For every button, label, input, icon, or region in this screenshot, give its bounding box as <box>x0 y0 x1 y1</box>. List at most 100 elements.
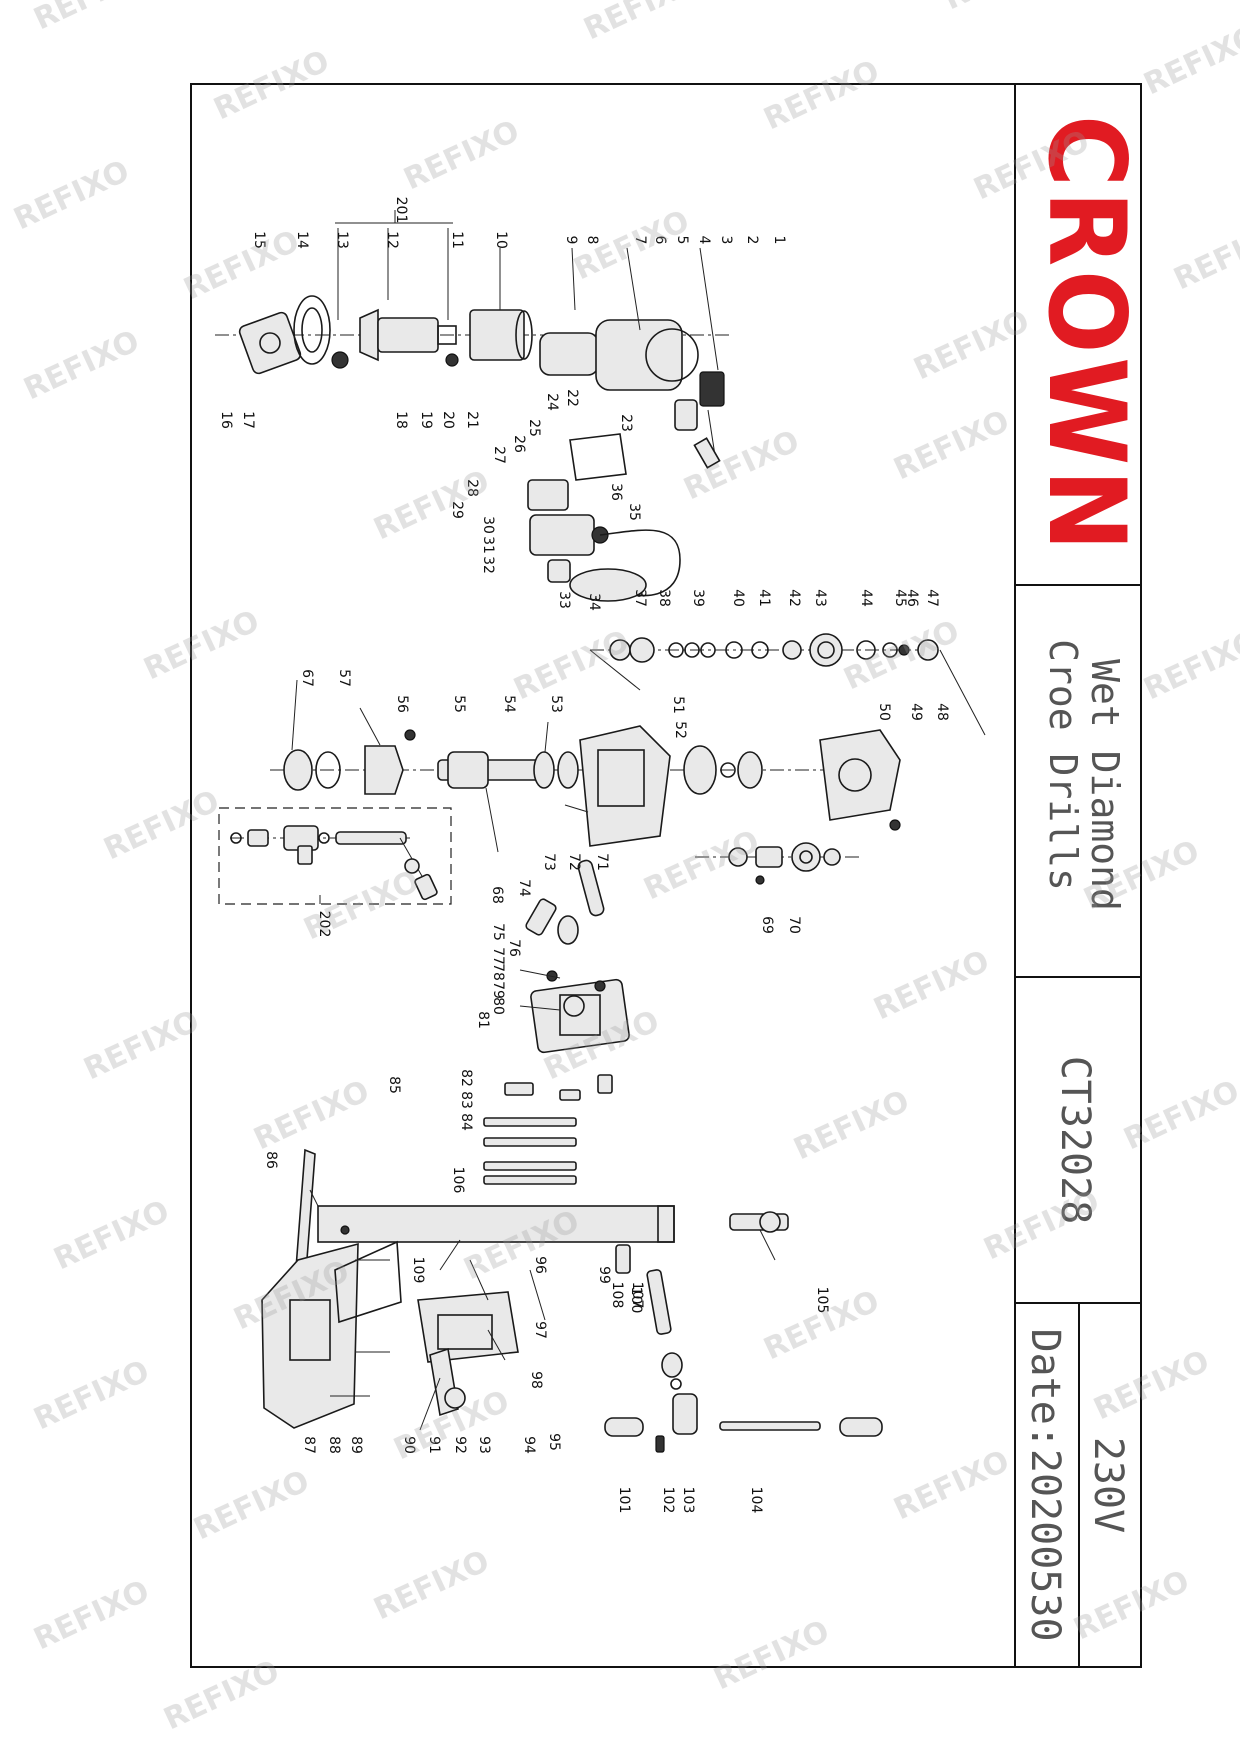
part-label: 40 <box>730 589 746 607</box>
part-label: 99 <box>596 1266 612 1284</box>
part-label: 96 <box>532 1256 548 1274</box>
part-label: 108 <box>609 1282 625 1309</box>
part-label: 49 <box>908 703 924 721</box>
part-label: 82 <box>458 1069 474 1087</box>
part-label: 21 <box>464 411 480 429</box>
part-label: 107 <box>629 1282 645 1309</box>
part-label: 48 <box>934 703 950 721</box>
part-label: 77 <box>490 947 506 965</box>
part-label: 83 <box>458 1091 474 1109</box>
part-label: 16 <box>218 411 234 429</box>
part-label: 24 <box>544 393 560 411</box>
part-label: 94 <box>521 1436 537 1454</box>
part-label: 1 <box>771 236 787 245</box>
part-label: 45 <box>892 589 908 607</box>
logo-text: CROWN <box>1025 115 1148 555</box>
part-label: 12 <box>384 231 400 249</box>
part-label: 78 <box>490 963 506 981</box>
part-label: 86 <box>263 1151 279 1169</box>
part-label: 80 <box>490 997 506 1015</box>
part-label: 100 <box>628 1287 644 1314</box>
part-label: 74 <box>516 879 532 897</box>
part-label: 73 <box>541 853 557 871</box>
part-label: 91 <box>426 1436 442 1454</box>
part-label: 39 <box>690 589 706 607</box>
part-label: 201 <box>393 197 409 224</box>
part-label: 42 <box>786 589 802 607</box>
part-label: 3 <box>718 236 734 245</box>
part-label: 84 <box>458 1113 474 1131</box>
part-label: 68 <box>489 886 505 904</box>
part-label: 71 <box>594 853 610 871</box>
part-label: 72 <box>566 853 582 871</box>
part-label: 28 <box>464 479 480 497</box>
part-label: 90 <box>401 1436 417 1454</box>
part-label: 22 <box>564 389 580 407</box>
model-number: CT32028 <box>1052 1056 1098 1225</box>
part-label: 102 <box>660 1487 676 1514</box>
part-label: 53 <box>548 695 564 713</box>
part-label: 101 <box>616 1487 632 1514</box>
part-label: 67 <box>299 669 315 687</box>
part-label: 14 <box>294 231 310 249</box>
part-label: 95 <box>546 1433 562 1451</box>
part-label: 97 <box>532 1321 548 1339</box>
part-label: 5 <box>674 236 690 245</box>
part-label: 92 <box>452 1436 468 1454</box>
column <box>317 1205 675 1243</box>
part-label: 6 <box>652 236 668 245</box>
part-label: 105 <box>814 1287 830 1314</box>
part-label: 88 <box>326 1436 342 1454</box>
part-label: 29 <box>449 501 465 519</box>
part-label: 55 <box>451 695 467 713</box>
part-label: 56 <box>394 695 410 713</box>
part-label: 19 <box>418 411 434 429</box>
part-label: 109 <box>410 1257 426 1284</box>
part-label: 103 <box>680 1487 696 1514</box>
part-label: 52 <box>672 721 688 739</box>
part-label: 30 <box>480 516 496 534</box>
part-label: 75 <box>490 923 506 941</box>
part-label: 18 <box>393 411 409 429</box>
part-label: 13 <box>334 231 350 249</box>
part-label: 104 <box>748 1487 764 1514</box>
part-label: 2 <box>744 236 760 245</box>
part-label: 79 <box>490 981 506 999</box>
part-label: 46 <box>904 589 920 607</box>
leader-lines <box>291 210 776 1261</box>
part-label: 50 <box>876 703 892 721</box>
exploded-view <box>215 295 986 1453</box>
part-label: 37 <box>632 589 648 607</box>
part-label: 4 <box>696 236 712 245</box>
part-label: 15 <box>251 231 267 249</box>
part-label: 11 <box>449 231 465 249</box>
part-label: 98 <box>528 1371 544 1389</box>
part-label: 44 <box>858 589 874 607</box>
part-label: 202 <box>316 911 332 938</box>
part-label: 51 <box>670 696 686 714</box>
part-label: 70 <box>786 916 802 934</box>
part-label: 81 <box>475 1011 491 1029</box>
part-label: 57 <box>336 669 352 687</box>
part-label: 47 <box>924 589 940 607</box>
title-block <box>1014 84 1141 1667</box>
part-label: 54 <box>501 695 517 713</box>
part-label: 10 <box>493 231 509 249</box>
part-label: 93 <box>476 1436 492 1454</box>
part-label: 69 <box>759 916 775 934</box>
assembly-202-box <box>218 807 452 905</box>
part-label: 38 <box>656 589 672 607</box>
part-label: 89 <box>348 1436 364 1454</box>
drawing-border <box>190 83 1142 1668</box>
part-label: 31 <box>480 536 496 554</box>
part-label: 25 <box>526 419 542 437</box>
product-name-line2: Croe Drills <box>1041 639 1085 891</box>
part-label: 23 <box>618 414 634 432</box>
part-label: 33 <box>556 591 572 609</box>
part-label: 7 <box>632 236 648 245</box>
part-label: 8 <box>584 236 600 245</box>
crown-logo: CROWN <box>1025 115 1148 555</box>
part-label: 17 <box>240 411 256 429</box>
